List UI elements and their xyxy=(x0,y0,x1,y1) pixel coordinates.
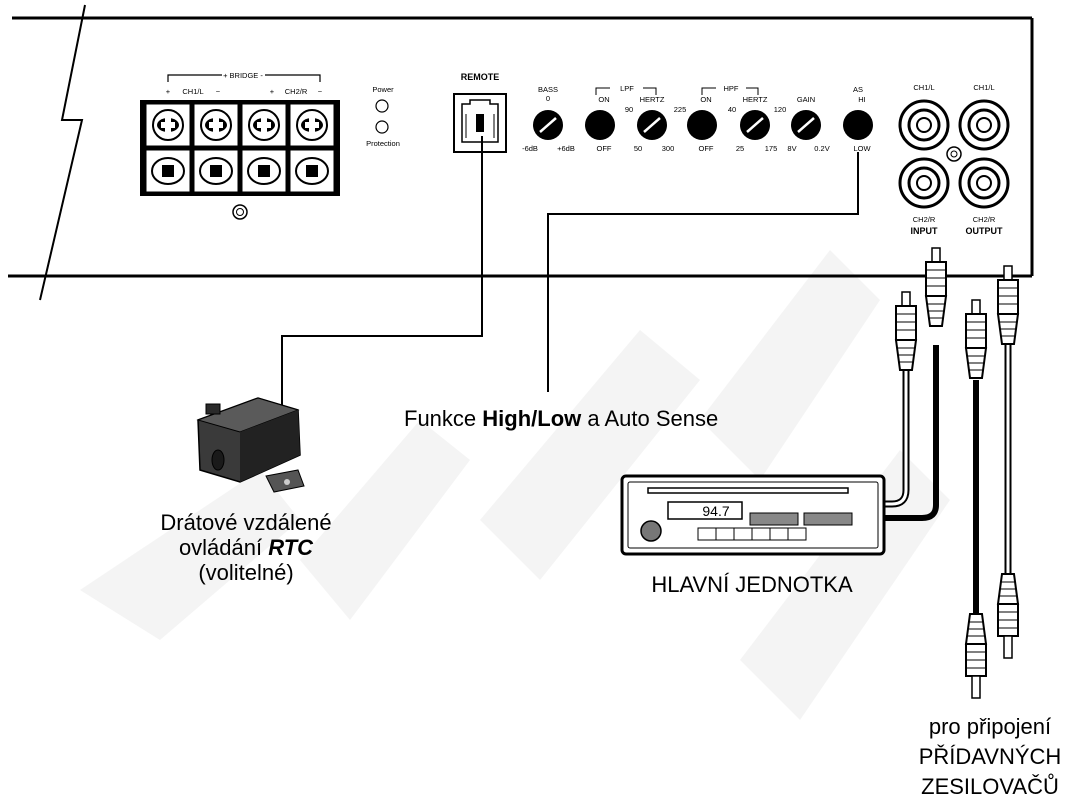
speaker-terminal xyxy=(289,103,335,193)
preset-button xyxy=(751,527,771,541)
rca-jack xyxy=(958,157,1010,209)
rca-cables xyxy=(880,247,1020,699)
rca-jacks: CH1/L CH1/L CH2/R CH2/R INPUT OUTPUT xyxy=(898,83,1010,236)
rca-plug xyxy=(894,291,918,371)
rca-ch2-out-label: CH2/R xyxy=(973,215,996,224)
preset-button xyxy=(733,527,753,541)
amplifier-panel xyxy=(8,4,1034,301)
terminal-label-ch1: CH1/L xyxy=(182,87,203,96)
function-caption-bold: High/Low xyxy=(482,406,582,431)
lpf-300: 300 xyxy=(662,144,675,153)
lpf-90: 90 xyxy=(625,105,633,114)
rca-ch1-out-label: CH1/L xyxy=(973,83,994,92)
preset-button xyxy=(787,527,807,541)
lpf-hertz: HERTZ xyxy=(640,95,665,104)
bridge-label: + BRIDGE - xyxy=(223,71,263,80)
extra-amps-line1: pro připojení xyxy=(929,714,1051,739)
as-low: LOW xyxy=(853,144,871,153)
ground-screw xyxy=(232,204,248,220)
volume-knob xyxy=(640,520,662,542)
function-caption: Funkce High/Low a Auto Sense xyxy=(404,406,718,431)
hpf-25: 25 xyxy=(736,144,744,153)
terminal-label-plus-2: + xyxy=(270,87,275,96)
remote-rtc-module xyxy=(196,397,305,493)
hpf-off: OFF xyxy=(699,144,714,153)
gain-max: 0.2V xyxy=(814,144,829,153)
preset-button xyxy=(697,527,717,541)
hpf-120: 120 xyxy=(774,105,787,114)
bass-label: BASS xyxy=(538,85,558,94)
remote-wire xyxy=(281,136,483,420)
function-caption-suffix: a Auto Sense xyxy=(581,406,718,431)
rca-jack xyxy=(898,99,950,151)
protection-led xyxy=(375,120,389,134)
auto-sense-switch: AS HI LOW xyxy=(843,85,873,153)
speaker-terminal xyxy=(241,103,287,193)
preset-button xyxy=(715,527,735,541)
head-unit-caption: HLAVNÍ JEDNOTKA xyxy=(651,572,853,597)
protection-label: Protection xyxy=(366,139,400,148)
lpf-controls: LPF ON OFF HERTZ 90 225 50 300 xyxy=(585,84,686,153)
gain-min: 8V xyxy=(787,144,796,153)
terminal-label-minus-2: − xyxy=(318,87,323,96)
bass-knob: BASS 0 -6dB +6dB xyxy=(522,85,575,153)
rca-plug xyxy=(996,265,1020,345)
lpf-label: LPF xyxy=(620,84,634,93)
bass-max: +6dB xyxy=(557,144,575,153)
gain-knob: GAIN 8V 0.2V xyxy=(787,95,829,153)
frequency-display xyxy=(667,501,743,520)
bass-min: -6dB xyxy=(522,144,538,153)
rca-ch1-in-label: CH1/L xyxy=(913,83,934,92)
remote-caption-line2-prefix: ovládání xyxy=(179,535,268,560)
lpf-off: OFF xyxy=(597,144,612,153)
output-label: OUTPUT xyxy=(966,226,1004,236)
remote-caption-line1: Drátové vzdálené xyxy=(160,510,331,535)
hpf-175: 175 xyxy=(765,144,778,153)
rca-jack xyxy=(898,157,950,209)
frequency-readout: 94.7 xyxy=(702,503,729,519)
input-label: INPUT xyxy=(911,226,939,236)
remote-caption-line3: (volitelné) xyxy=(198,560,293,585)
extra-amps-line2: PŘÍDAVNÝCH xyxy=(919,744,1062,769)
rca-ch2-in-label: CH2/R xyxy=(913,215,936,224)
as-hi: HI xyxy=(858,95,866,104)
rca-plug xyxy=(996,573,1020,659)
remote-jack: REMOTE xyxy=(453,72,507,153)
bass-zero: 0 xyxy=(546,94,550,103)
power-led xyxy=(375,99,389,113)
terminal-label-minus-1: − xyxy=(216,87,221,96)
hpf-hertz: HERTZ xyxy=(743,95,768,104)
function-caption-prefix: Funkce xyxy=(404,406,482,431)
auto-sense-wire xyxy=(547,152,859,392)
status-leds: Power Protection xyxy=(366,85,400,148)
remote-caption-line2: ovládání RTC xyxy=(179,535,314,560)
terminal-label-plus-1: + xyxy=(166,87,171,96)
wires xyxy=(281,136,859,420)
hpf-label: HPF xyxy=(724,84,739,93)
lpf-225: 225 xyxy=(674,105,687,114)
speaker-terminal xyxy=(145,103,191,193)
speaker-terminal xyxy=(193,103,239,193)
hpf-on: ON xyxy=(700,95,711,104)
rca-jack xyxy=(958,99,1010,151)
preset-button xyxy=(769,527,789,541)
extra-amps-line3: ZESILOVAČŮ xyxy=(921,774,1059,799)
head-unit: 94.7 xyxy=(620,474,886,556)
terminal-label-ch2: CH2/R xyxy=(285,87,308,96)
as-label: AS xyxy=(853,85,863,94)
remote-label: REMOTE xyxy=(461,72,500,82)
gain-label: GAIN xyxy=(797,95,815,104)
rca-plug xyxy=(964,299,988,379)
rca-plug xyxy=(964,613,988,699)
speaker-terminal-block: + BRIDGE - + CH1/L − + CH2/R − xyxy=(140,71,340,220)
lpf-on: ON xyxy=(598,95,609,104)
hpf-controls: HPF ON OFF HERTZ 40 120 25 175 xyxy=(687,84,786,153)
lpf-50: 50 xyxy=(634,144,642,153)
power-label: Power xyxy=(372,85,394,94)
hpf-40: 40 xyxy=(728,105,736,114)
remote-caption-rtc: RTC xyxy=(268,535,314,560)
rca-plug xyxy=(924,247,948,327)
